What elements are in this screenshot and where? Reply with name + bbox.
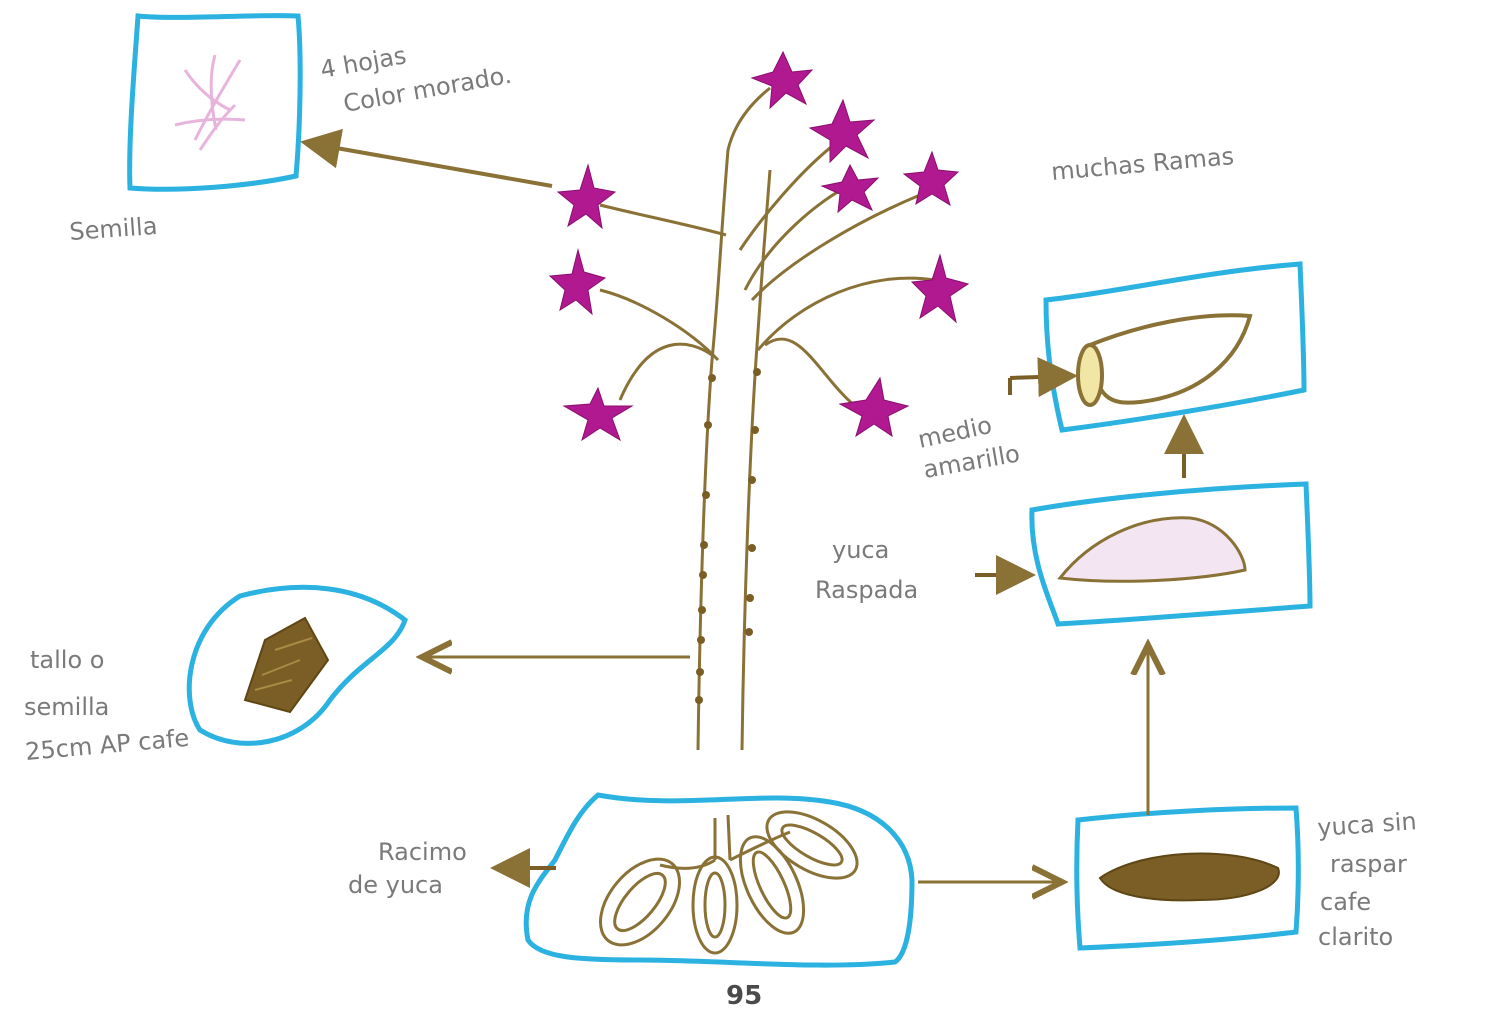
root-cluster-frame [526,795,912,965]
scraped-yuca-icon [1060,518,1245,582]
plant-branches [600,140,935,410]
labels: 4 hojas Color morado. Semilla muchas Ram… [24,41,1418,951]
half-yuca-icon [1078,315,1250,405]
page-number: 95 [726,981,762,1009]
flower-cluster [550,52,968,440]
arrow-to-half-frame-head [1010,376,1070,378]
unscraped-label-line4: clarito [1318,923,1393,951]
unscraped-yuca-icon [1100,853,1279,900]
unscraped-label-line2: raspar [1330,850,1407,878]
scraped-label-line1: yuca [832,536,889,564]
unscraped-frame [1077,808,1299,948]
branches-label: muchas Ramas [1050,142,1235,186]
stem-label-line2: semilla [24,693,109,721]
scraped-frame [1032,484,1310,624]
scraped-label-line2: Raspada [815,576,918,604]
stem-label-line1: tallo o [30,646,104,674]
stem-label-line3: 25cm AP cafe [24,724,190,766]
cluster-label-line1: Racimo [378,838,467,866]
seed-frame [130,16,301,190]
root-cluster-icon [585,798,868,959]
unscraped-label-line3: cafe [1320,888,1371,916]
seed-flower-icon [175,55,245,150]
arrow-to-seed [308,143,552,186]
stem-cutting-icon [245,618,328,712]
unscraped-label-line1: yuca sin [1316,807,1417,842]
cluster-label-line2: de yuca [348,871,443,899]
plant-stem [695,88,770,750]
seed-note-line1: 4 hojas [318,41,408,84]
stem-cutting-frame [189,587,405,743]
half-yuca-frame [1046,264,1304,430]
seed-label: Semilla [68,212,158,246]
